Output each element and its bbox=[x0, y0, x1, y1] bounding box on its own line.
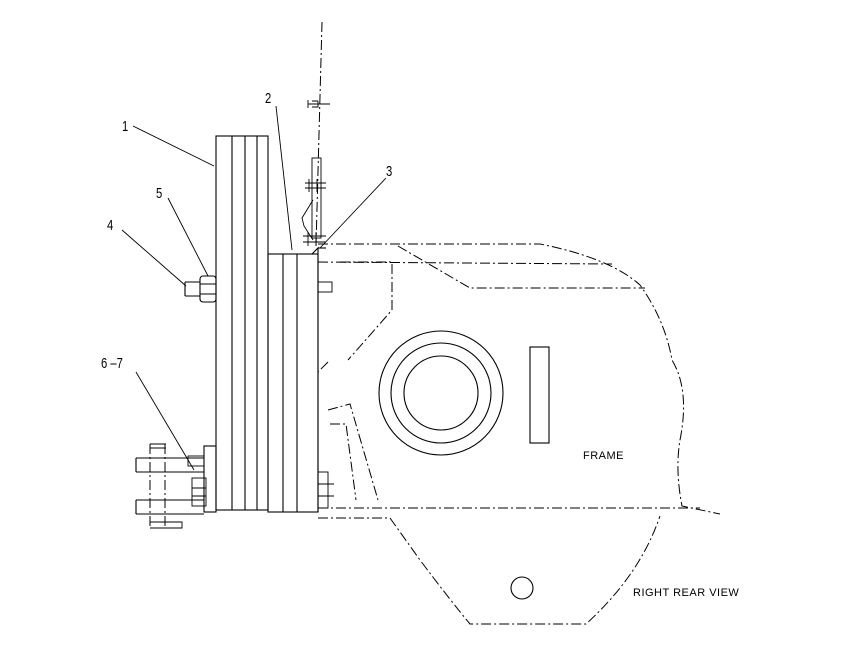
leader-5 bbox=[167, 197, 209, 277]
axle-bore-inner bbox=[403, 355, 479, 431]
leader-6-7 bbox=[135, 371, 195, 471]
view-caption: RIGHT REAR VIEW bbox=[633, 587, 739, 599]
counterweight-plate-1 bbox=[215, 135, 269, 511]
callout-6-7: 6 –7 bbox=[101, 354, 123, 371]
leader-4 bbox=[121, 229, 187, 287]
leader-lines bbox=[121, 105, 387, 471]
callout-1: 1 bbox=[122, 117, 128, 134]
top-bolt-assembly bbox=[301, 100, 330, 246]
upper-bolt bbox=[184, 275, 217, 303]
callout-5: 5 bbox=[156, 184, 162, 201]
leader-3 bbox=[319, 177, 387, 249]
frame-features bbox=[378, 330, 550, 600]
callout-2: 2 bbox=[265, 89, 271, 106]
retaining-pins bbox=[317, 281, 334, 509]
frame-label: FRAME bbox=[583, 450, 624, 462]
callout-4: 4 bbox=[107, 216, 113, 233]
leader-1 bbox=[132, 125, 215, 167]
frame-hole bbox=[510, 576, 534, 600]
axle-bore-outer bbox=[378, 330, 504, 456]
leader-2 bbox=[275, 105, 293, 251]
center-line bbox=[315, 21, 323, 247]
axle-bore-middle bbox=[390, 342, 492, 444]
counterweight-plate-2 bbox=[267, 246, 326, 513]
lower-bracket-assembly bbox=[135, 443, 217, 529]
frame-outline bbox=[317, 243, 721, 625]
frame-slot bbox=[529, 346, 550, 444]
callout-3: 3 bbox=[386, 162, 392, 179]
